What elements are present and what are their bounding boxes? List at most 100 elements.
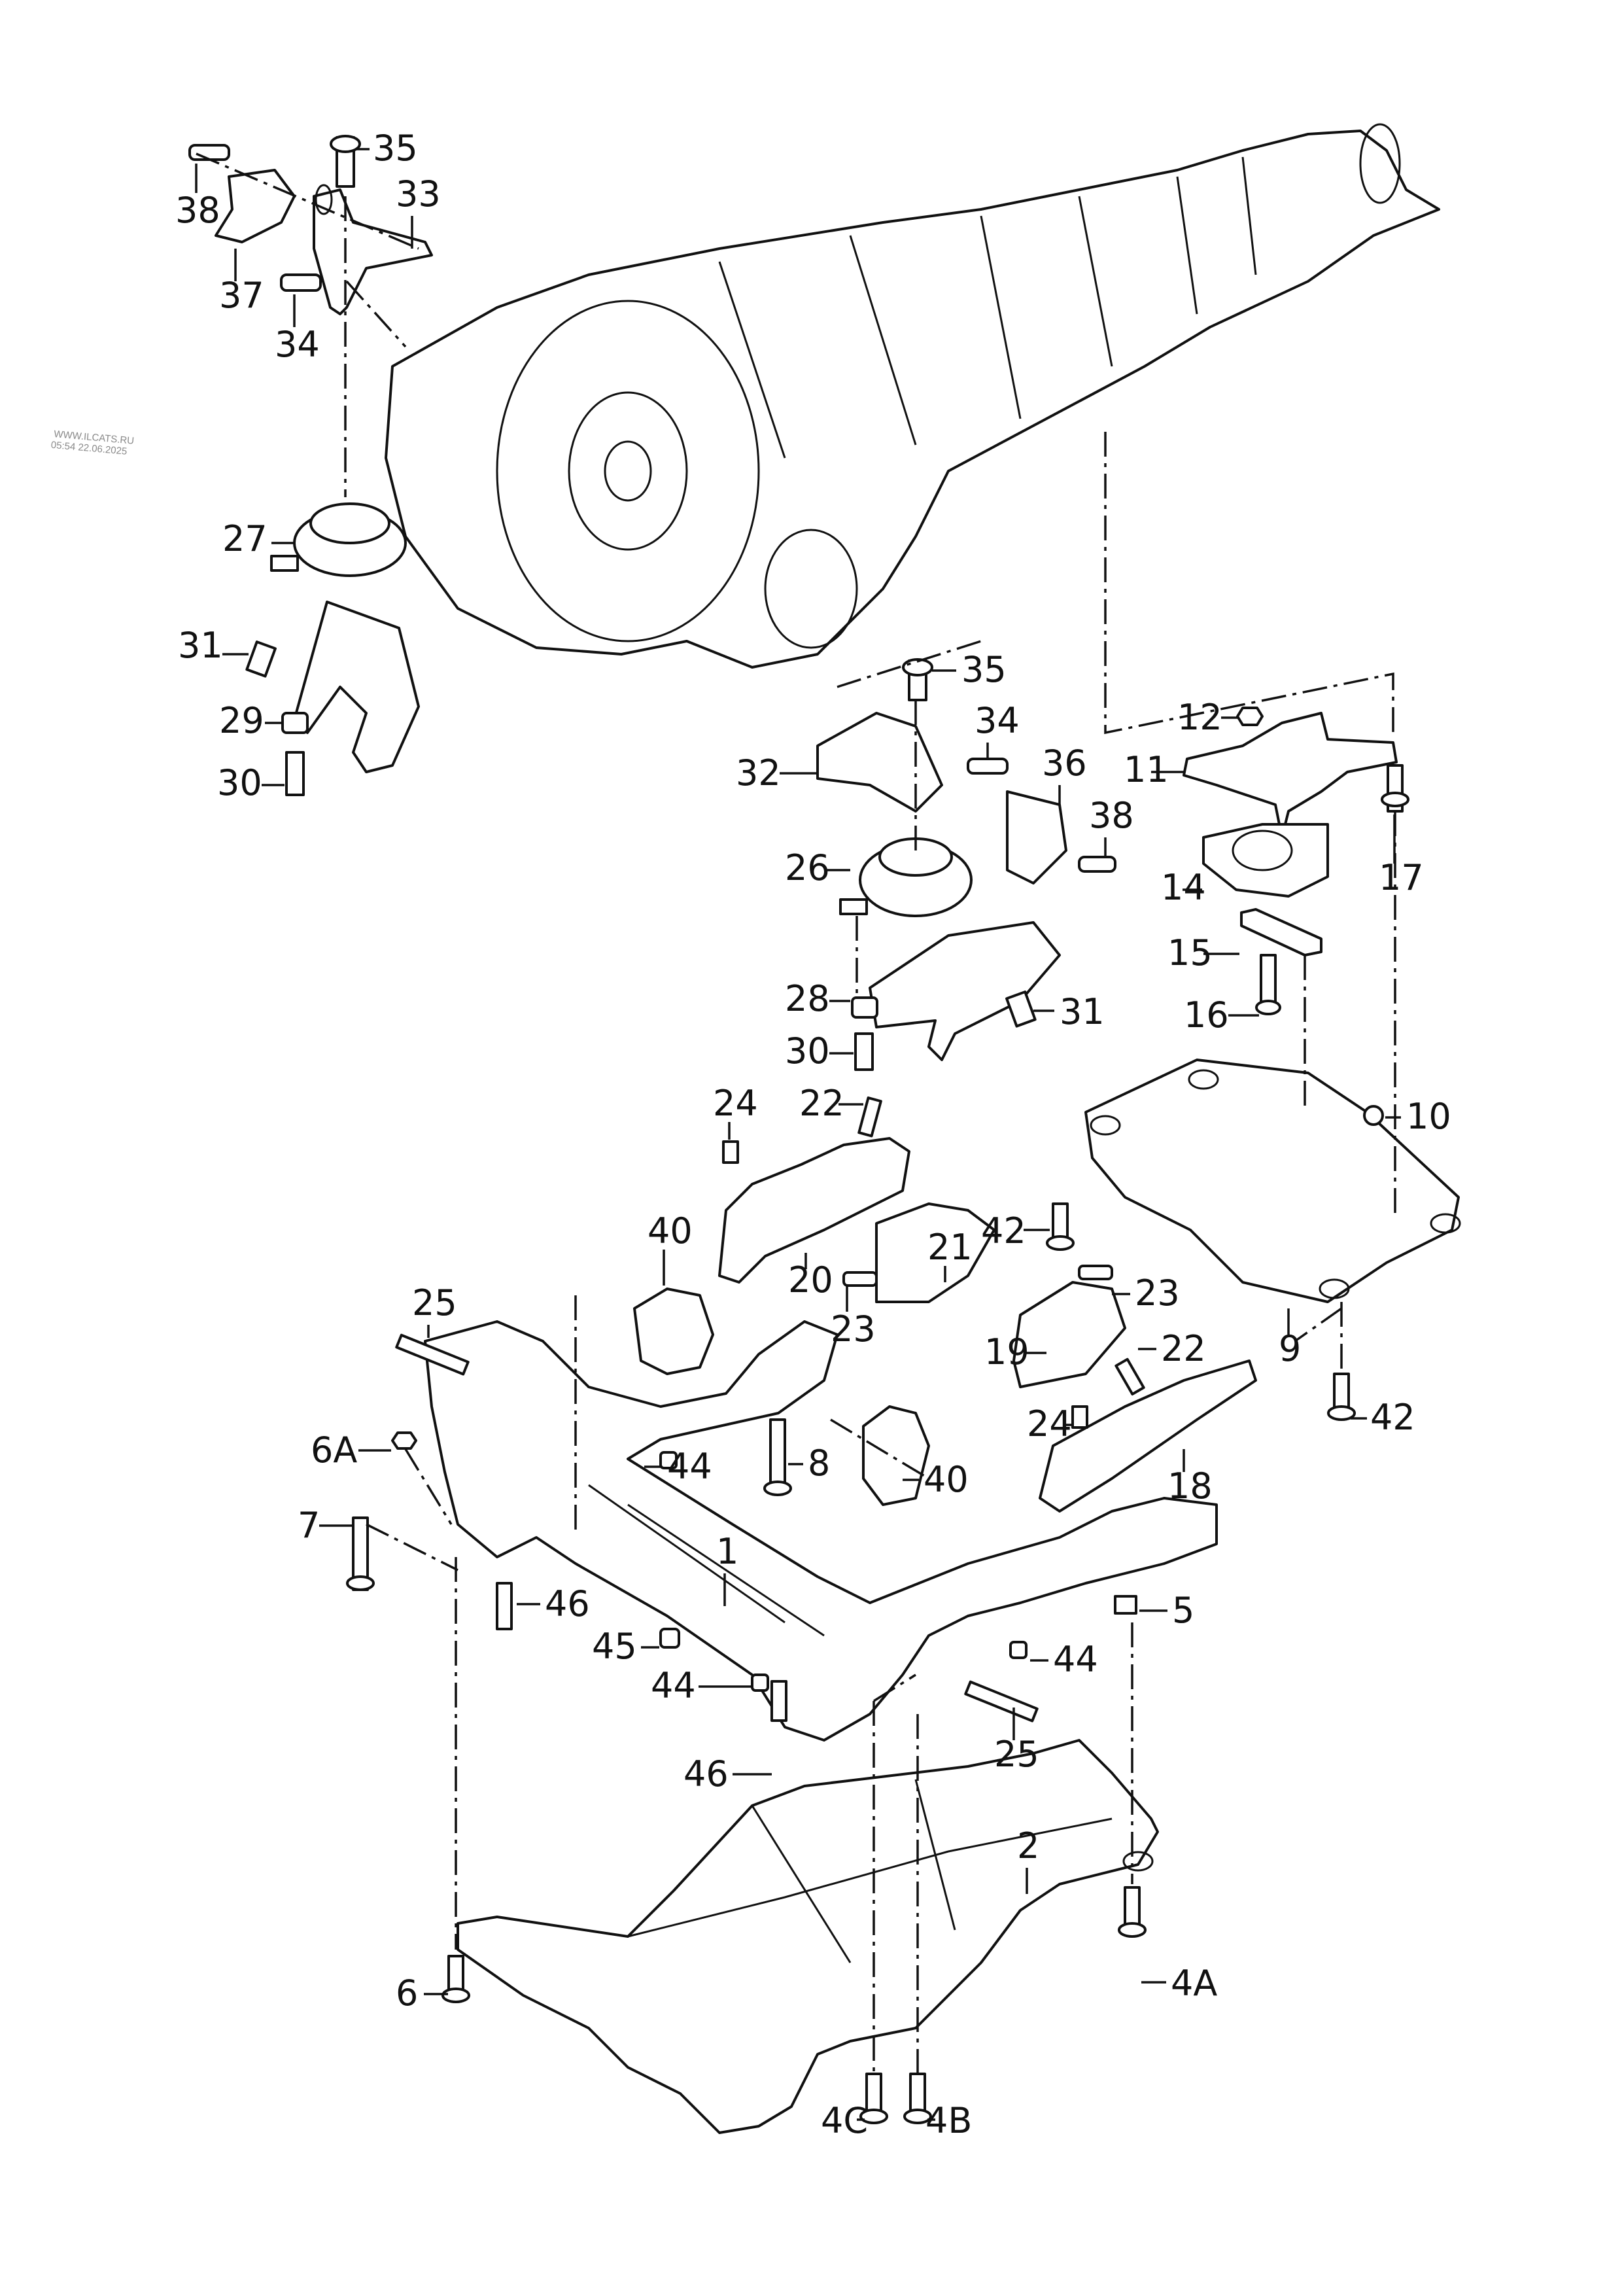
callout-6A[interactable]: 6A	[311, 1429, 391, 1471]
bolt-35-mid[interactable]	[902, 658, 933, 701]
callout-label[interactable]: 2	[1017, 1825, 1039, 1866]
carrier-9[interactable]	[1084, 1059, 1461, 1303]
bolt-6[interactable]	[441, 1955, 470, 2003]
callout-19[interactable]: 19	[984, 1331, 1046, 1373]
clip-5[interactable]	[1114, 1595, 1137, 1615]
underbody-guard-2[interactable]	[457, 1739, 1159, 2134]
bolt-30-right[interactable]	[854, 1032, 874, 1071]
callout-46[interactable]: 46	[517, 1583, 590, 1624]
callout-15[interactable]: 15	[1167, 932, 1239, 973]
callout-45[interactable]: 45	[592, 1626, 659, 1667]
callout-24[interactable]: 24	[1027, 1403, 1073, 1445]
bolt-31-left[interactable]	[245, 640, 277, 678]
mount-40-right[interactable]	[862, 1405, 930, 1506]
callout-label[interactable]: 11	[1124, 749, 1169, 790]
callout-34[interactable]: 34	[975, 700, 1020, 759]
bolt-17[interactable]	[1381, 764, 1409, 813]
callout-4B[interactable]: 4B	[925, 2100, 972, 2141]
callout-42[interactable]: 42	[1351, 1397, 1415, 1438]
nut-6A[interactable]	[391, 1431, 417, 1450]
callout-label[interactable]: 25	[412, 1282, 457, 1323]
callout-11[interactable]: 11	[1124, 749, 1185, 790]
callout-4C[interactable]: 4C	[821, 2100, 868, 2141]
bushing-44-a[interactable]	[659, 1451, 678, 1469]
bracket-32[interactable]	[816, 712, 943, 813]
callout-label[interactable]: 40	[648, 1210, 693, 1252]
callout-label[interactable]: 20	[788, 1259, 833, 1301]
callout-label[interactable]: 31	[178, 625, 223, 666]
callout-label[interactable]: 4A	[1171, 1963, 1217, 2004]
callout-label[interactable]: 45	[592, 1626, 637, 1667]
callout-9[interactable]: 9	[1279, 1308, 1301, 1369]
callout-label[interactable]: 26	[785, 847, 830, 888]
callout-label[interactable]: 10	[1406, 1096, 1451, 1137]
callout-label[interactable]: 18	[1167, 1465, 1213, 1507]
callout-27[interactable]: 27	[222, 518, 294, 559]
callout-label[interactable]: 32	[736, 752, 781, 794]
bolt-22-right[interactable]	[1114, 1358, 1145, 1395]
callout-label[interactable]: 37	[219, 275, 264, 316]
transmission[interactable]	[385, 123, 1440, 669]
bolt-4A[interactable]	[1118, 1886, 1147, 1938]
support-11[interactable]	[1183, 712, 1398, 839]
callout-26[interactable]: 26	[785, 847, 850, 888]
callout-label[interactable]: 12	[1177, 697, 1222, 738]
callout-label[interactable]: 34	[975, 700, 1020, 741]
engine-mount-27[interactable]	[270, 502, 407, 577]
callout-label[interactable]: 44	[651, 1665, 696, 1706]
bracket-20[interactable]	[718, 1137, 910, 1284]
bolt-30-left[interactable]	[285, 751, 305, 796]
clip-24-left[interactable]	[722, 1140, 739, 1164]
callout-14[interactable]: 14	[1161, 867, 1206, 908]
callout-label[interactable]: 42	[981, 1210, 1026, 1252]
callout-1[interactable]: 1	[716, 1531, 738, 1606]
callout-label[interactable]: 34	[275, 324, 320, 365]
callout-label[interactable]: 36	[1042, 743, 1087, 784]
bolt-22-left[interactable]	[857, 1096, 882, 1138]
bracket-28[interactable]	[869, 921, 1061, 1061]
bolt-38-top[interactable]	[188, 144, 230, 161]
bolt-25-lower[interactable]	[964, 1680, 1039, 1723]
callout-label[interactable]: 8	[808, 1443, 830, 1484]
callout-32[interactable]: 32	[736, 752, 818, 794]
bolt-4C[interactable]	[859, 2073, 888, 2124]
engine-mount-26[interactable]	[839, 837, 973, 917]
callout-8[interactable]: 8	[788, 1443, 830, 1484]
callout-label[interactable]: 27	[222, 518, 268, 559]
bracket-29[interactable]	[293, 601, 420, 773]
callout-30[interactable]: 30	[785, 1030, 854, 1072]
callout-label[interactable]: 42	[1370, 1397, 1415, 1438]
bolt-7[interactable]	[346, 1516, 375, 1591]
callout-7[interactable]: 7	[298, 1505, 353, 1546]
bracket-37[interactable]	[215, 169, 296, 243]
callout-label[interactable]: 6	[396, 1972, 418, 2014]
callout-17[interactable]: 17	[1379, 815, 1424, 898]
callout-label[interactable]: 46	[683, 1753, 729, 1795]
bushing-44-b[interactable]	[751, 1673, 769, 1692]
callout-label[interactable]: 7	[298, 1505, 320, 1546]
callout-40[interactable]: 40	[648, 1210, 693, 1286]
bolt-38-mid[interactable]	[1078, 856, 1116, 873]
callout-label[interactable]: 35	[373, 128, 418, 169]
callout-label[interactable]: 44	[1053, 1639, 1098, 1680]
callout-label[interactable]: 4C	[821, 2100, 868, 2141]
callout-6[interactable]: 6	[396, 1972, 448, 2014]
callout-label[interactable]: 4B	[925, 2100, 972, 2141]
callout-label[interactable]: 14	[1161, 867, 1206, 908]
callout-24[interactable]: 24	[713, 1083, 758, 1140]
callout-29[interactable]: 29	[219, 700, 283, 741]
callout-label[interactable]: 16	[1184, 994, 1229, 1036]
bracket-36[interactable]	[1006, 790, 1067, 885]
callout-label[interactable]: 19	[984, 1331, 1029, 1373]
stud-46-left[interactable]	[496, 1582, 513, 1630]
callout-label[interactable]: 40	[924, 1459, 969, 1500]
callout-35[interactable]: 35	[356, 128, 418, 169]
callout-30[interactable]: 30	[217, 762, 285, 803]
callout-label[interactable]: 33	[396, 173, 441, 215]
bolt-42-upper[interactable]	[1046, 1202, 1075, 1251]
callout-2[interactable]: 2	[1017, 1825, 1039, 1894]
bracket-15[interactable]	[1240, 908, 1322, 956]
mount-14[interactable]	[1202, 823, 1329, 898]
callout-label[interactable]: 5	[1172, 1590, 1194, 1631]
callout-38[interactable]: 38	[175, 164, 220, 231]
